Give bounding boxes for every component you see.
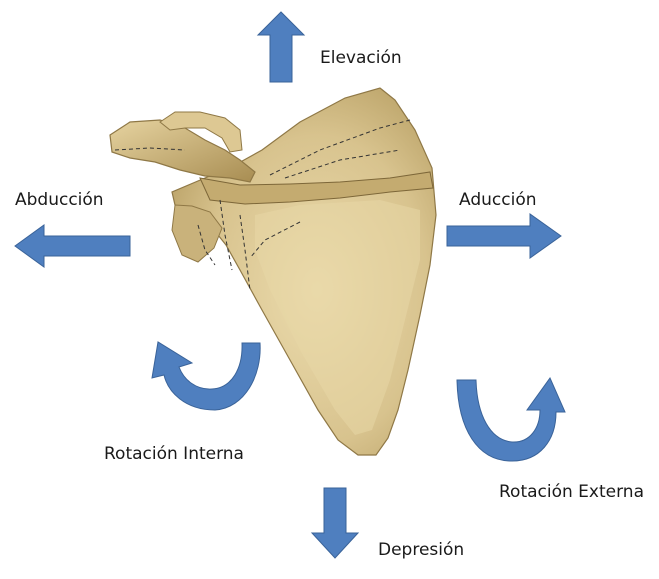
label-abduction: Abducción <box>15 190 104 210</box>
arrow-external-rotation <box>457 378 565 461</box>
arrow-abduction <box>15 225 130 267</box>
arrow-adduction <box>447 214 561 258</box>
arrow-elevation <box>258 12 304 82</box>
label-elevation: Elevación <box>320 48 402 68</box>
label-internal-rotation: Rotación Interna <box>104 444 244 464</box>
arrow-internal-rotation <box>152 342 260 410</box>
label-depression: Depresión <box>378 540 464 560</box>
label-external-rotation: Rotación Externa <box>499 482 644 502</box>
label-adduction: Aducción <box>459 190 537 210</box>
scapula-bone <box>110 88 436 455</box>
arrow-depression <box>312 488 358 558</box>
